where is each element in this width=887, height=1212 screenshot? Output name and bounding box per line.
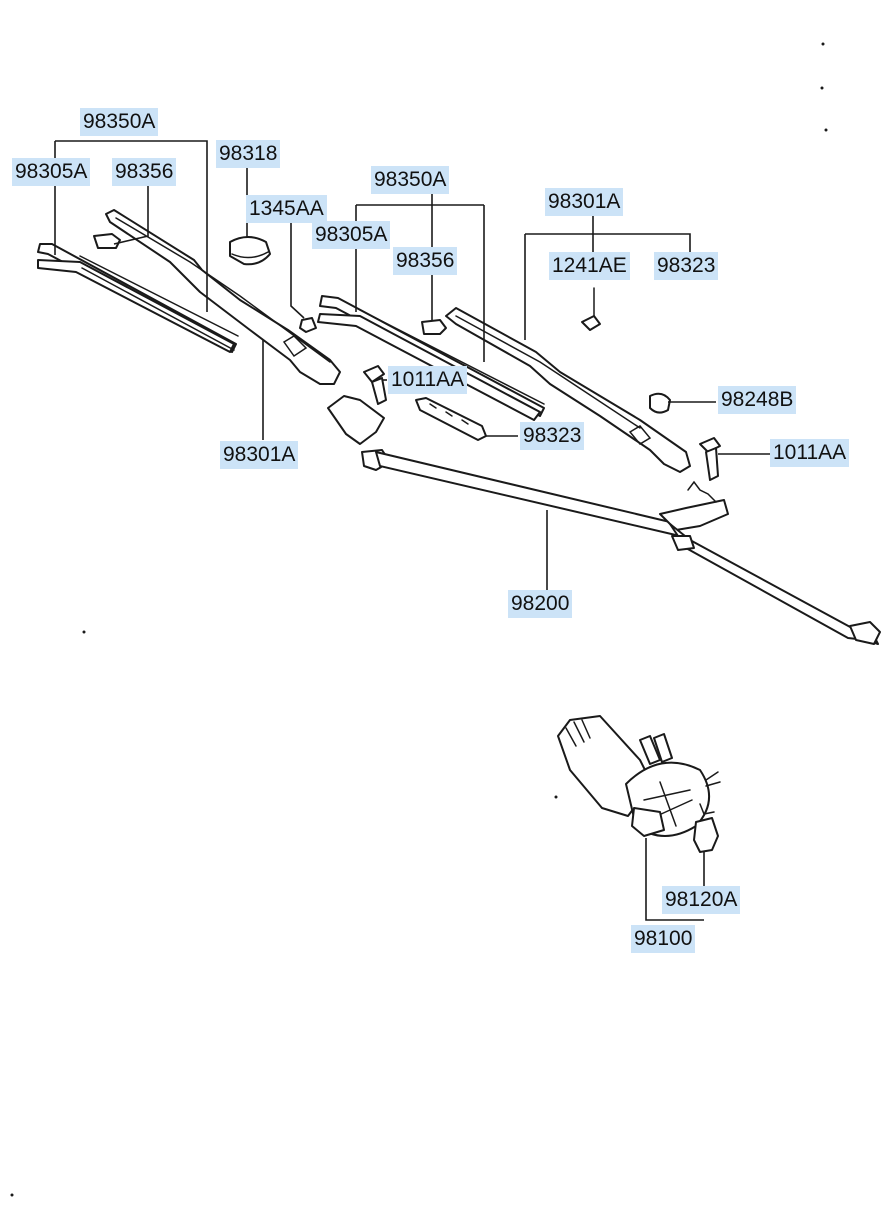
left-blade-clip-drawing <box>93 233 121 249</box>
part-label-motor-connector[interactable]: 98120A <box>662 886 741 914</box>
part-label-blade-insert-right[interactable]: 98305A <box>312 221 391 249</box>
part-label-nut-right[interactable]: 1011AA <box>770 439 850 467</box>
part-label-screw[interactable]: 1241AE <box>549 252 630 280</box>
part-label-blade-clip-right[interactable]: 98356 <box>393 247 458 275</box>
wiper-linkage-drawing <box>327 395 881 645</box>
part-label-nut-left[interactable]: 1011AA <box>388 366 468 394</box>
scan-specks <box>10 42 828 1197</box>
part-label-blade-assy-left[interactable]: 98350A <box>80 108 159 136</box>
left-wiper-arm-drawing <box>105 209 341 385</box>
leader-lines <box>54 140 770 921</box>
part-label-blade-insert-left[interactable]: 98305A <box>12 158 91 186</box>
large-cap-drawing <box>229 236 271 266</box>
wiper-motor-drawing <box>557 715 721 853</box>
right-blade-clip-drawing <box>421 319 447 335</box>
part-label-linkage[interactable]: 98200 <box>508 590 573 618</box>
part-label-bracket-center[interactable]: 98323 <box>520 422 585 450</box>
part-label-arm-right[interactable]: 98301A <box>545 188 624 216</box>
small-cap-drawing <box>299 317 317 333</box>
part-label-arm-left[interactable]: 98301A <box>220 441 299 469</box>
part-label-blade-clip-left[interactable]: 98356 <box>112 158 177 186</box>
right-nut-drawing <box>699 437 721 481</box>
left-wiper-blade-drawing <box>37 243 239 353</box>
screw-drawing <box>581 287 601 331</box>
center-bracket-drawing <box>415 397 487 441</box>
part-label-blade-assy-right[interactable]: 98350A <box>371 166 450 194</box>
part-label-grommet[interactable]: 98248B <box>718 386 797 414</box>
right-wiper-arm-drawing <box>445 307 691 473</box>
part-label-bracket-right[interactable]: 98323 <box>654 252 719 280</box>
right-wiper-blade-drawing <box>317 295 545 421</box>
grommet-drawing <box>649 392 671 414</box>
left-nut-drawing <box>363 365 387 405</box>
part-label-motor-assy[interactable]: 98100 <box>631 925 696 953</box>
part-label-cap-large[interactable]: 98318 <box>216 140 281 168</box>
part-label-cap-small[interactable]: 1345AA <box>246 195 327 223</box>
